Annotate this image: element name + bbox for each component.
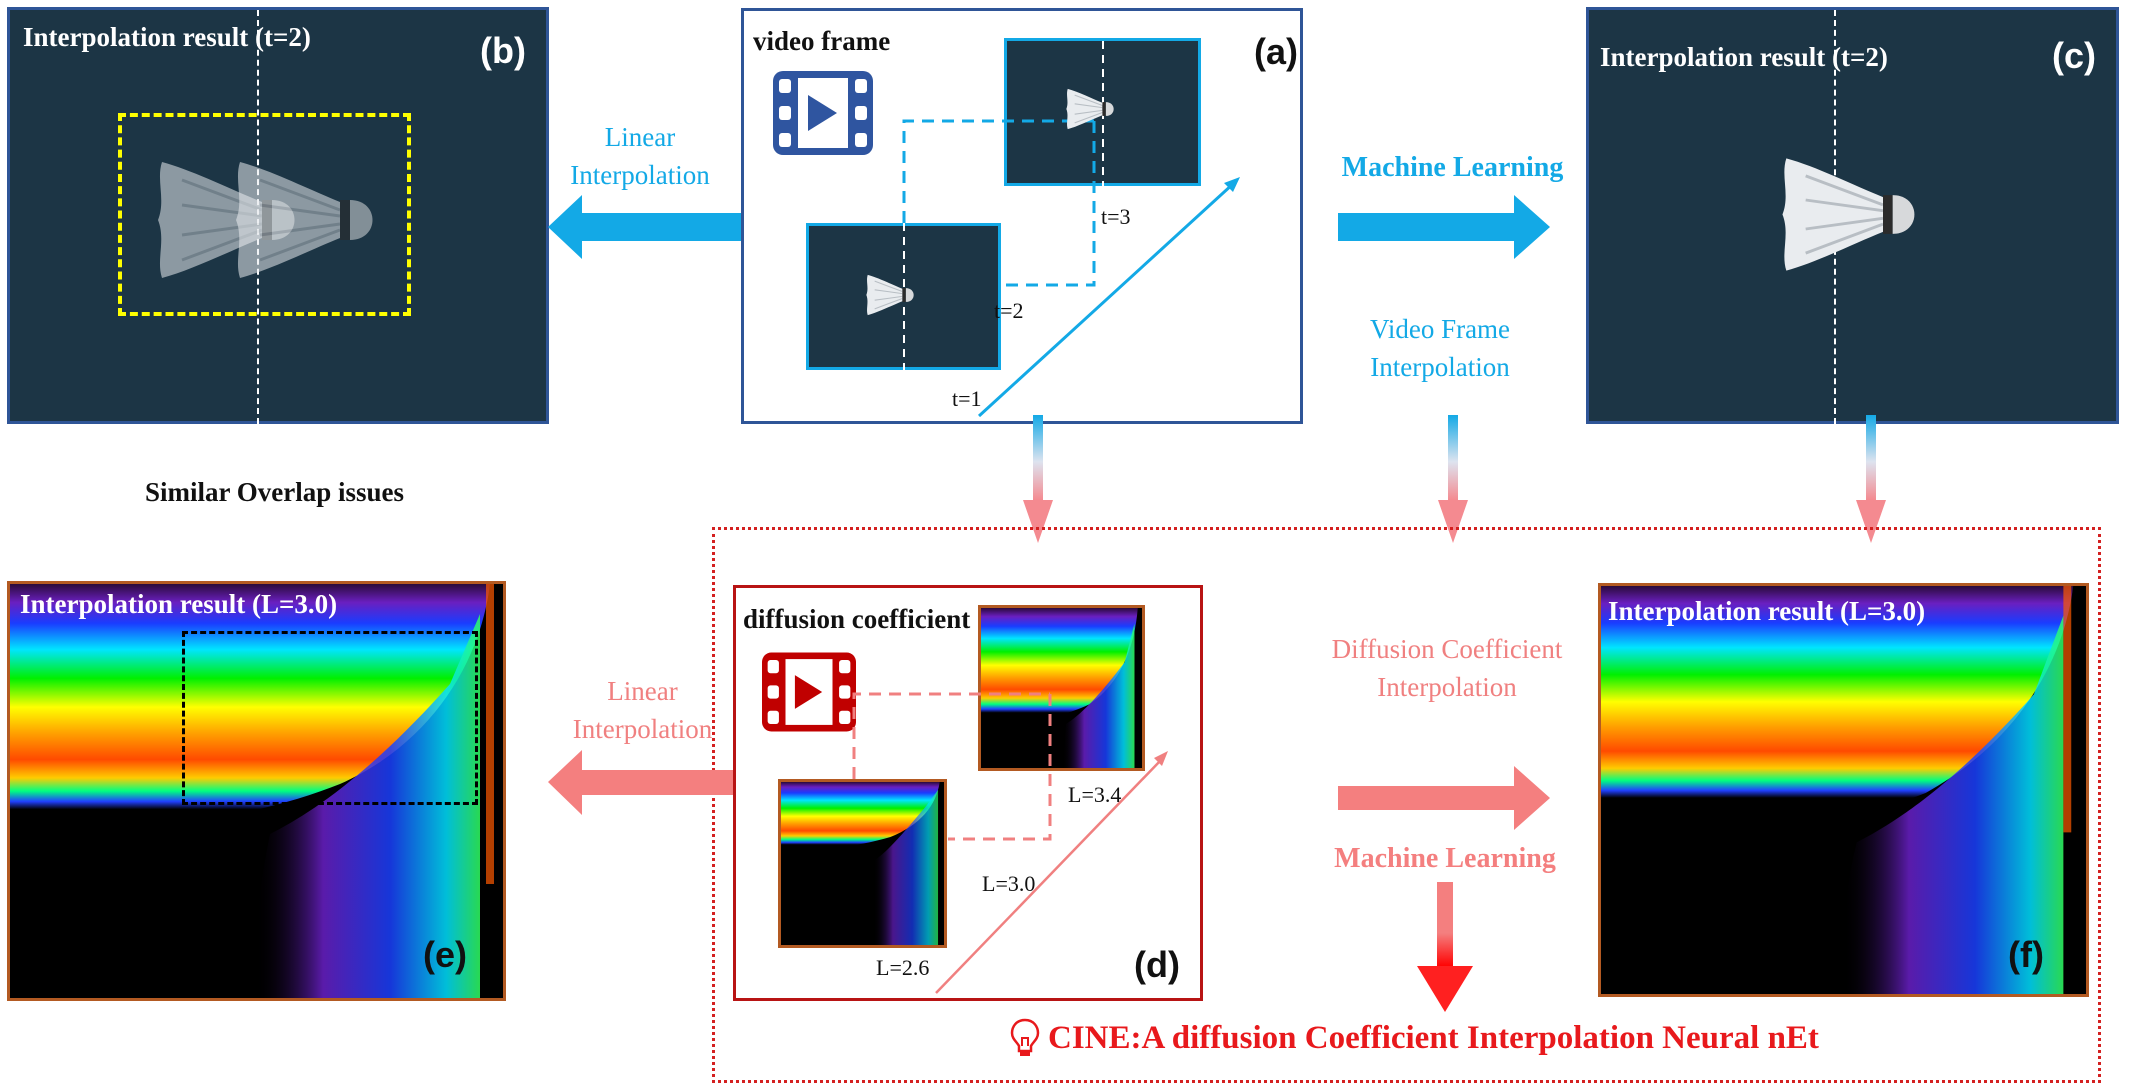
linear-interpolation-label-bottom: Linear Interpolation <box>555 672 730 748</box>
arrow-down-a-to-d <box>1023 415 1053 543</box>
footer-title: CINE:A diffusion Coefficient Interpolati… <box>1010 1018 1819 1058</box>
panel-f: Interpolation result (L=3.0) (f) <box>1598 583 2089 997</box>
arrow-left-blue <box>548 195 743 259</box>
diffusion-frame-l26 <box>778 779 947 948</box>
panel-c-label: (c) <box>2052 35 2096 76</box>
label-line-1: Linear <box>604 122 676 152</box>
panel-a-title: video frame <box>753 26 891 56</box>
label-line-1: Linear <box>607 676 678 706</box>
diffusion-connector-lines <box>852 692 1168 994</box>
diffusion-frame-l34 <box>978 605 1145 771</box>
machine-learning-label-top: Machine Learning <box>1341 152 1564 183</box>
panel-d: diffusion coefficient (d) L=2.6 L=3.0 L=… <box>733 585 1203 1001</box>
heatmap-f <box>1601 586 2086 994</box>
diffusion-coefficient-interpolation-label: Diffusion Coefficient Interpolation <box>1302 630 1592 706</box>
arrow-left-pink <box>548 750 744 815</box>
label-line-2: Interpolation <box>572 714 713 744</box>
panel-f-title: Interpolation result (L=3.0) <box>1608 596 1926 626</box>
arrow-down-red <box>1417 882 1473 1012</box>
shuttlecock-interpolated <box>1781 156 1916 273</box>
panel-b-label: (b) <box>480 30 526 71</box>
panel-b-title: Interpolation result (t=2) <box>23 22 311 52</box>
cine-container <box>712 527 2101 1083</box>
arrow-down-c-to-f <box>1856 415 1886 543</box>
panel-b: Interpolation result (t=2) (b) <box>7 7 549 424</box>
panel-f-label: (f) <box>2008 934 2044 975</box>
panel-e-title: Interpolation result (L=3.0) <box>20 589 338 619</box>
panel-d-label: (d) <box>1134 944 1180 985</box>
linear-interpolation-label-top: Linear Interpolation <box>560 118 720 194</box>
shuttlecock-t3 <box>1065 88 1115 130</box>
label-line-1: Diffusion Coefficient <box>1331 634 1563 664</box>
arrow-right-blue <box>1338 195 1550 259</box>
arrow-right-pink <box>1338 766 1550 830</box>
label-line-2: Interpolation <box>1377 672 1517 702</box>
frame-label-l26: L=2.6 <box>876 955 930 980</box>
frame-label-t2: t=2 <box>994 298 1024 323</box>
machine-learning-label-bottom: Machine Learning <box>1334 843 1556 874</box>
video-frame-icon <box>762 652 856 732</box>
label-line-1: Video Frame <box>1369 314 1511 344</box>
panel-c: Interpolation result (t=2) (c) <box>1586 7 2119 424</box>
frame-label-t3: t=3 <box>1101 204 1131 229</box>
frame-label-l30: L=3.0 <box>982 871 1036 896</box>
lightbulb-icon <box>1010 1018 1040 1056</box>
overlap-highlight-box <box>182 631 478 805</box>
panel-a: video frame (a) t=1 t=2 t=3 <box>741 8 1303 424</box>
overlap-highlight-box <box>118 113 411 316</box>
shuttlecock-t1 <box>865 274 915 316</box>
panel-e: Interpolation result (L=3.0) (e) <box>7 581 506 1001</box>
label-line-2: Interpolation <box>570 160 710 190</box>
panel-d-title: diffusion coefficient <box>743 604 971 634</box>
frame-label-l34: L=3.4 <box>1068 782 1122 807</box>
overlap-note: Similar Overlap issues <box>145 477 405 507</box>
arrow-down-vfi-to-dci <box>1438 415 1468 543</box>
frame-label-t1: t=1 <box>952 386 982 411</box>
frame-connector-lines <box>902 41 1240 418</box>
heatmap-l26 <box>781 782 944 945</box>
panel-e-label: (e) <box>423 934 467 975</box>
heatmap-e <box>10 584 503 998</box>
label-line-2: Interpolation <box>1370 352 1510 382</box>
footer-text: CINE:A diffusion Coefficient Interpolati… <box>1048 1019 1819 1056</box>
shuttlecock-ghost-right <box>234 160 374 280</box>
video-frame-interpolation-label: Video Frame Interpolation <box>1330 310 1550 386</box>
video-frame-icon <box>773 71 873 155</box>
panel-a-label: (a) <box>1254 31 1298 72</box>
panel-c-title: Interpolation result (t=2) <box>1600 42 1888 72</box>
heatmap-l34 <box>981 608 1142 768</box>
